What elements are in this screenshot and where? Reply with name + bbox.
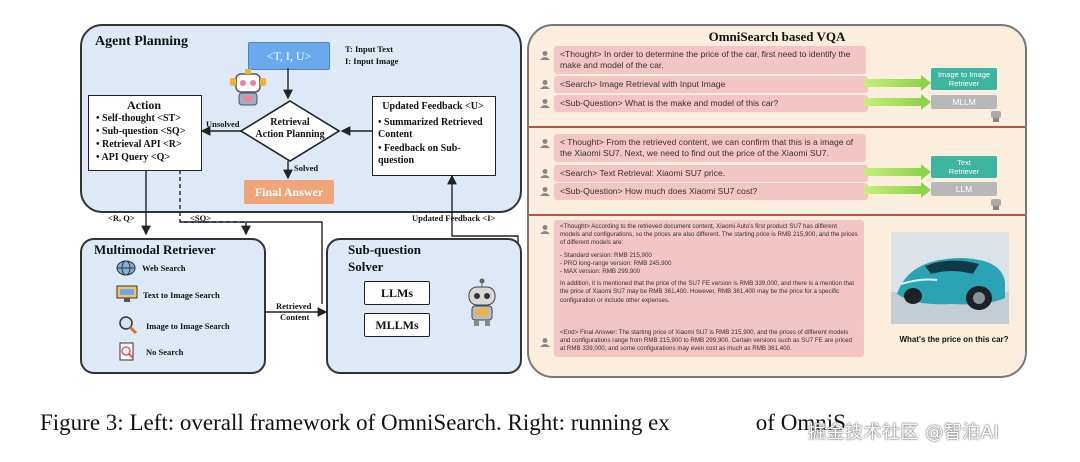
vqa-title: OmniSearch based VQA <box>708 29 846 44</box>
user-avatar-icon <box>540 51 550 60</box>
retrieval-planning-diamond <box>240 100 340 162</box>
llm-box: LLM <box>931 182 997 196</box>
solved-label: Solved <box>294 163 319 173</box>
figure-caption: Figure 3: Left: overall framework of Omn… <box>40 410 846 435</box>
robot-icon <box>230 69 266 106</box>
retriever-item-no-search: No Search <box>146 347 184 357</box>
user-avatar-icon <box>540 338 550 347</box>
updated-feedback-box <box>372 96 496 176</box>
final-answer-message: <End> Final Answer: The starting price o… <box>554 326 864 357</box>
retrieved-label-2: Content <box>280 312 310 322</box>
mllm-box: MLLM <box>931 95 997 109</box>
search-message: <Search> Text Retrieval: Xiaomi SU7 pric… <box>554 165 868 182</box>
action-item: • API Query <Q> <box>96 152 171 163</box>
llms-box: LLMs <box>364 281 430 305</box>
diamond-line-2: Action Planning <box>255 129 325 140</box>
no-search-icon <box>119 342 134 361</box>
car-question: What's the price on this car? <box>899 335 1009 344</box>
retriever-item-image-to-image: Image to Image Search <box>146 321 230 331</box>
input-box: <T, I, U> <box>248 42 330 70</box>
user-avatar-icon <box>540 139 550 148</box>
updated-feedback-title: Updated Feedback <U> <box>382 101 484 112</box>
input-legend-image: I: Input Image <box>345 56 399 66</box>
feedback-item: • Summarized Retrieved Content <box>378 117 483 140</box>
watermark: 掘金技术社区 @智泊AI <box>808 422 1000 443</box>
sq-label: <SQ> <box>190 213 212 223</box>
user-avatar-icon <box>540 80 550 89</box>
subq-message: <Sub-Question> How much does Xiaomi SU7 … <box>554 183 868 200</box>
agent-planning-title: Agent Planning <box>95 34 188 49</box>
action-item: • Retrieval API <R> <box>96 139 182 150</box>
magnifier-image-icon <box>119 316 138 335</box>
flow-arrow <box>864 182 931 198</box>
action-title: Action <box>127 98 161 112</box>
flow-arrow <box>864 94 931 110</box>
final-answer-box: Final Answer <box>244 180 334 204</box>
omnisearch-vqa-panel: OmniSearch based VQA <Thought> In order … <box>527 24 1027 378</box>
solver-title-2: Solver <box>348 259 384 274</box>
car-image <box>891 232 1009 324</box>
input-legend-text: T: Input Text <box>345 44 394 54</box>
user-avatar-icon <box>540 225 550 234</box>
mllms-box: MLLMs <box>364 313 430 337</box>
section-divider <box>529 214 1025 216</box>
thought-message: < Thought> From the retrieved content, w… <box>554 134 866 162</box>
retriever-item-text-to-image: Text to Image Search <box>143 290 220 300</box>
search-message: <Search> Image Retrieval with Input Imag… <box>554 76 868 93</box>
user-avatar-icon <box>540 187 550 196</box>
flow-arrow <box>864 164 931 180</box>
retriever-item-web-search: Web Search <box>142 263 186 273</box>
flow-arrow <box>864 75 931 91</box>
solver-title-1: Sub-question <box>348 242 421 257</box>
feedback-item: • Feedback on Sub-question <box>378 143 461 166</box>
retriever-title: Multimodal Retriever <box>94 242 216 257</box>
robot-mini-icon <box>991 111 1001 122</box>
unsolved-label: Unsolved <box>206 119 240 129</box>
action-item: • Self-thought <ST> <box>96 113 181 124</box>
robot-mini-icon <box>991 199 1001 210</box>
globe-icon <box>116 260 136 276</box>
user-avatar-icon <box>540 169 550 178</box>
action-box <box>88 95 202 171</box>
monitor-icon <box>116 285 138 302</box>
section-divider <box>529 126 1025 128</box>
rq-label: <R, Q> <box>108 213 135 223</box>
user-avatar-icon <box>540 99 550 108</box>
diamond-line-1: Retrieval <box>270 117 310 128</box>
thought-final-message: <Thought> According to the retrieved doc… <box>554 220 864 330</box>
multimodal-retriever-panel <box>80 238 266 374</box>
action-item: • Sub-question <SQ> <box>96 126 186 137</box>
thought-message: <Thought> In order to determine the pric… <box>554 46 866 74</box>
retrieved-label-1: Retrieved <box>276 301 312 311</box>
robot-solver-icon <box>468 278 496 326</box>
subq-message: <Sub-Question> What is the make and mode… <box>554 95 868 112</box>
updated-feedback-i-label: Updated Feedback <I> <box>412 213 496 223</box>
